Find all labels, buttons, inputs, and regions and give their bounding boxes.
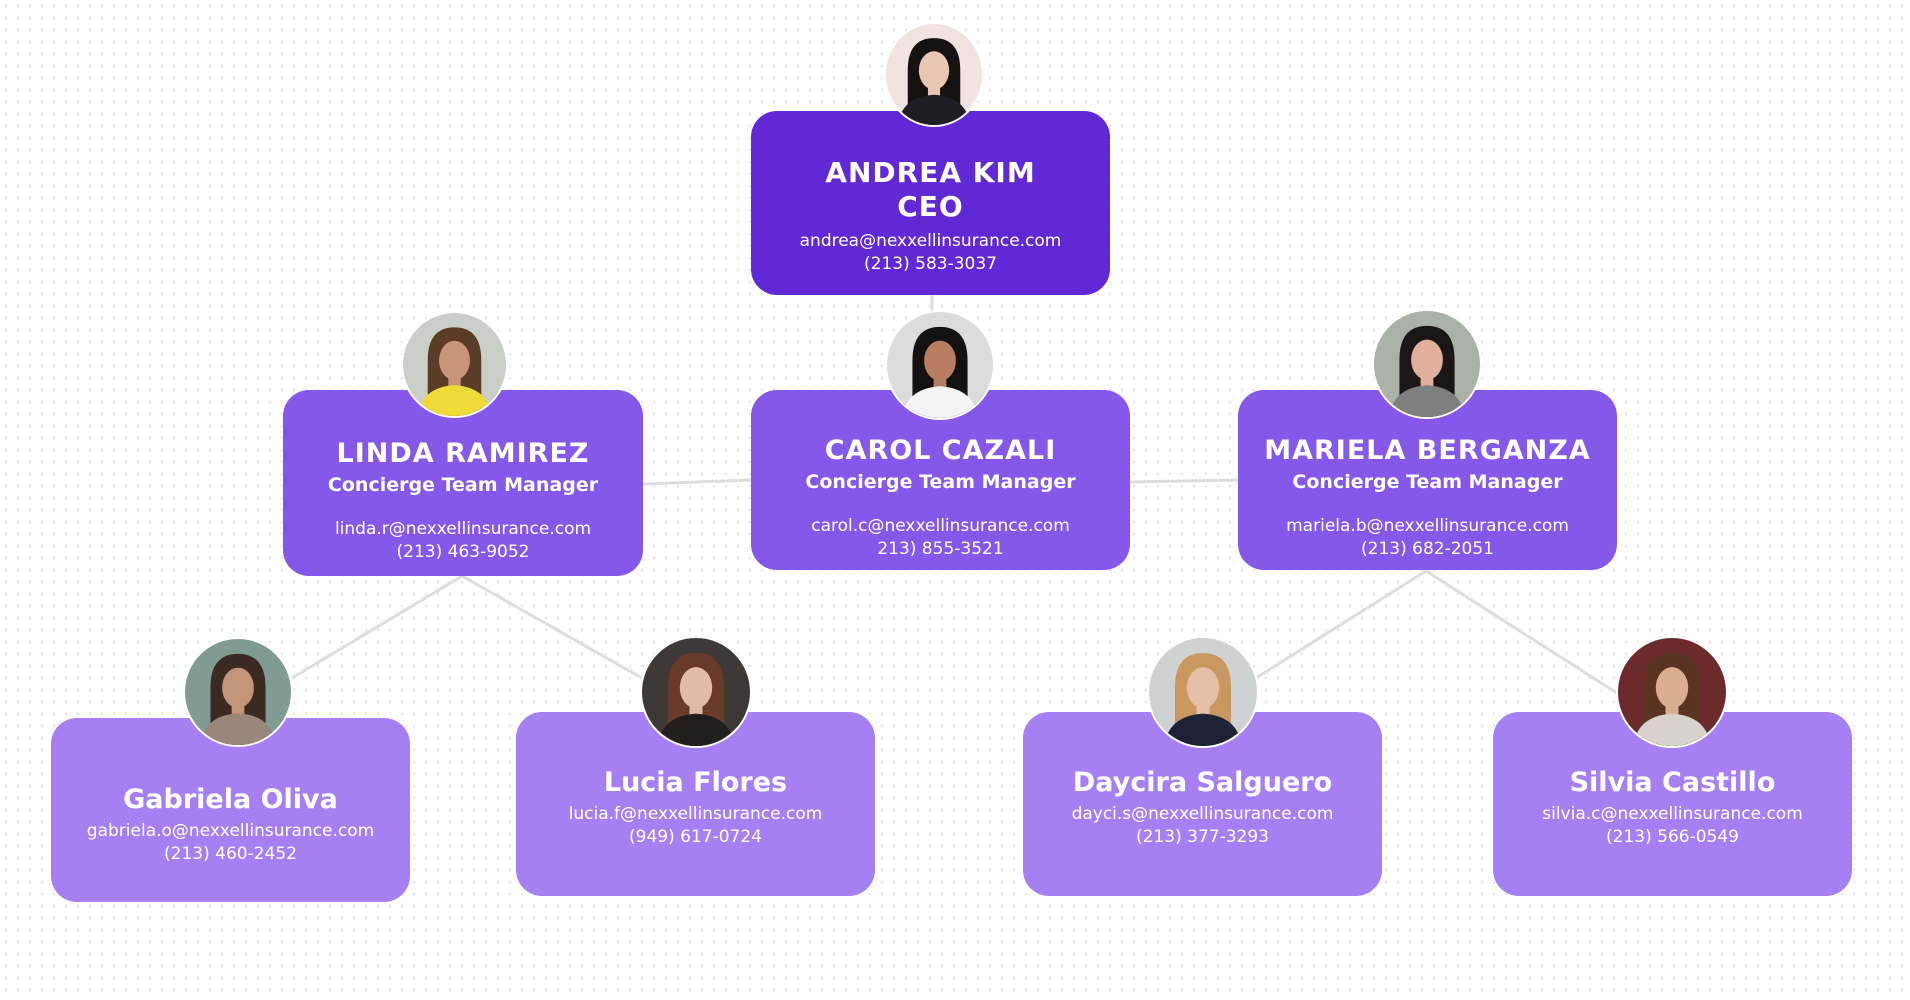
- org-node-carol-cazali[interactable]: CAROL CAZALI Concierge Team Manager caro…: [751, 390, 1130, 570]
- avatar-silvia-castillo: [1616, 636, 1728, 748]
- node-phone: (949) 617-0724: [629, 827, 762, 848]
- node-name: Gabriela Oliva: [123, 783, 338, 815]
- org-node-linda-ramirez[interactable]: LINDA RAMIREZ Concierge Team Manager lin…: [283, 390, 643, 576]
- org-node-ceo[interactable]: ANDREA KIM CEO andrea@nexxellinsurance.c…: [751, 111, 1110, 295]
- node-name: LINDA RAMIREZ: [336, 437, 590, 469]
- node-name: MARIELA BERGANZA: [1264, 434, 1591, 466]
- node-phone: (213) 566-0549: [1606, 827, 1739, 848]
- node-email: andrea@nexxellinsurance.com: [799, 230, 1062, 251]
- node-role: Concierge Team Manager: [805, 471, 1076, 494]
- node-email: dayci.s@nexxellinsurance.com: [1071, 804, 1334, 825]
- node-email: lucia.f@nexxellinsurance.com: [568, 804, 823, 825]
- node-email: linda.r@nexxellinsurance.com: [334, 519, 592, 540]
- node-email: gabriela.o@nexxellinsurance.com: [86, 821, 375, 842]
- connector-linda-lucia: [461, 574, 643, 680]
- node-role: Concierge Team Manager: [327, 474, 599, 497]
- avatar-lucia-flores: [640, 636, 752, 748]
- node-name: ANDREA KIM: [825, 156, 1036, 190]
- connector-mariela-silvia: [1425, 569, 1621, 697]
- org-node-mariela-berganza[interactable]: MARIELA BERGANZA Concierge Team Manager …: [1238, 390, 1617, 570]
- avatar-andrea-kim: [884, 22, 984, 127]
- node-email: mariela.b@nexxellinsurance.com: [1286, 516, 1569, 537]
- avatar-carol-cazali: [885, 310, 995, 420]
- org-node-gabriela-oliva[interactable]: Gabriela Oliva gabriela.o@nexxellinsuran…: [51, 718, 410, 902]
- node-phone: (213) 583-3037: [864, 253, 997, 274]
- avatar-linda-ramirez: [401, 311, 508, 418]
- node-title: CEO: [897, 190, 964, 223]
- node-email: carol.c@nexxellinsurance.com: [811, 516, 1070, 537]
- node-name: Silvia Castillo: [1569, 766, 1776, 798]
- node-name: Lucia Flores: [603, 766, 788, 798]
- node-phone: (213) 460-2452: [164, 844, 297, 865]
- node-phone: (213) 682-2051: [1361, 539, 1494, 560]
- connector-carol-mariela: [1129, 478, 1239, 484]
- node-phone: 213) 855-3521: [877, 539, 1004, 560]
- avatar-daycira-salguero: [1147, 636, 1259, 748]
- connector-mariela-daycira: [1255, 569, 1427, 680]
- avatar-mariela-berganza: [1372, 309, 1482, 419]
- avatar-gabriela-oliva: [183, 637, 293, 747]
- connector-linda-gabriela: [291, 574, 463, 680]
- node-email: silvia.c@nexxellinsurance.com: [1542, 804, 1803, 825]
- node-name: Daycira Salguero: [1072, 766, 1333, 798]
- node-phone: (213) 463-9052: [396, 542, 530, 563]
- connector-linda-carol: [642, 478, 752, 486]
- node-role: Concierge Team Manager: [1292, 471, 1563, 494]
- node-phone: (213) 377-3293: [1136, 827, 1269, 848]
- node-name: CAROL CAZALI: [824, 434, 1057, 466]
